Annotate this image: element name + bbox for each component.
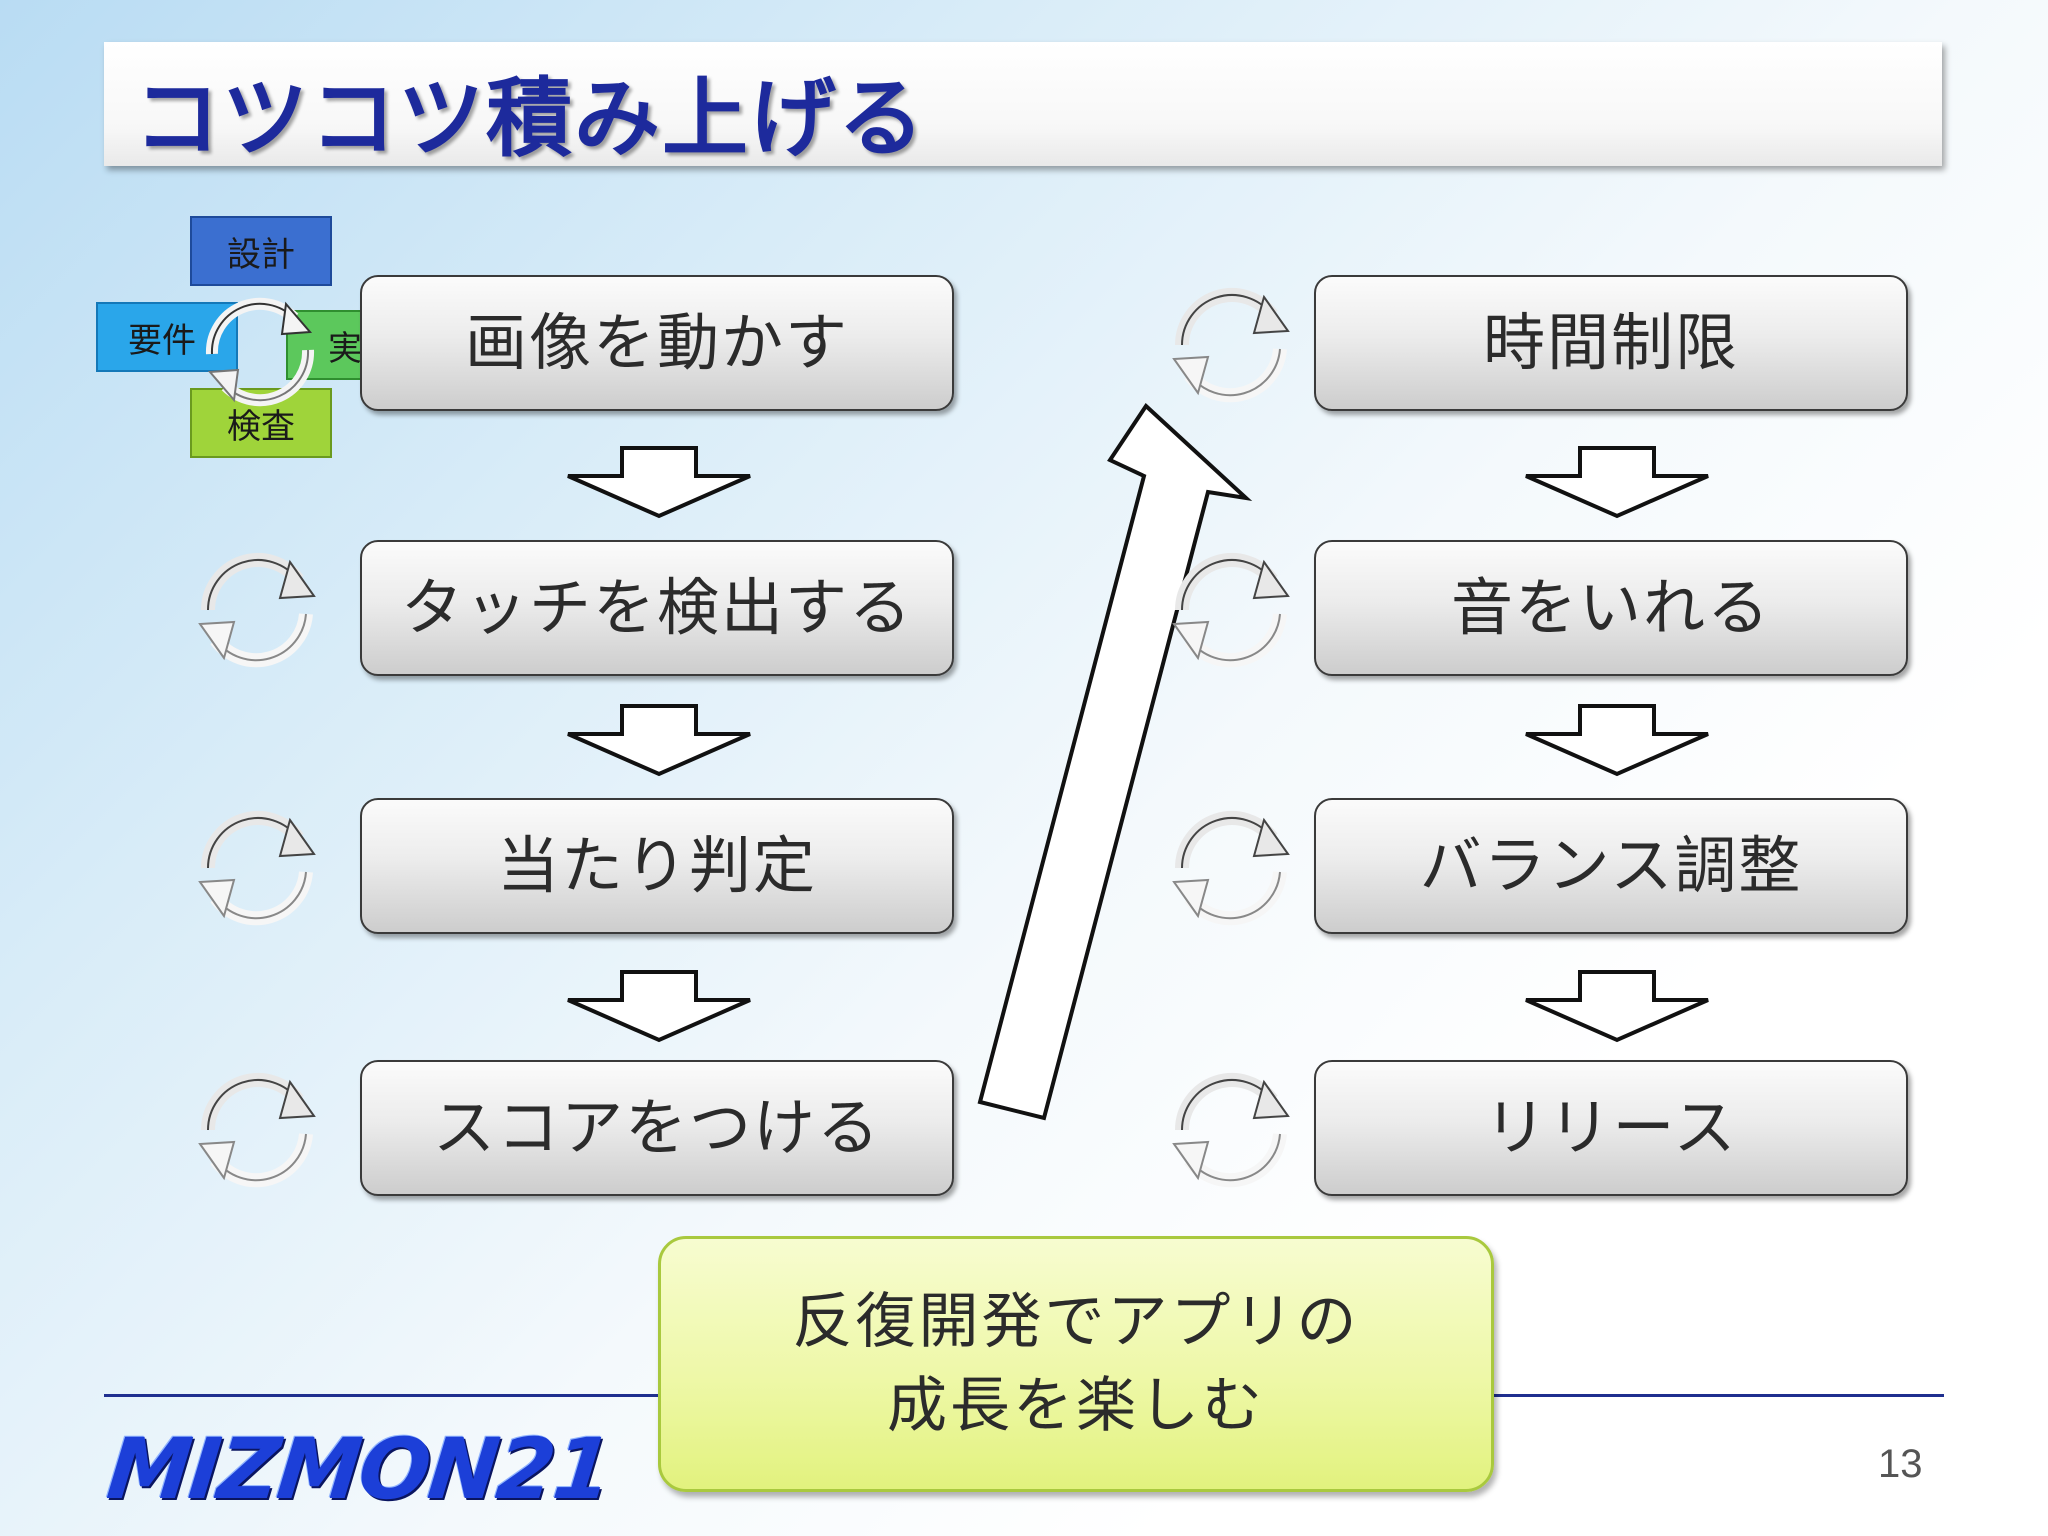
callout-box: 反復開発でアプリの 成長を楽しむ: [658, 1236, 1494, 1492]
step-label: 時間制限: [1482, 306, 1739, 379]
step-label: 画像を動かす: [464, 306, 849, 379]
cycle-icon: [1172, 288, 1290, 403]
big-up-arrow-icon: [977, 402, 1253, 1121]
design-box: 設計: [190, 216, 332, 286]
cycle-icon: [198, 811, 316, 926]
logo: MIZMON21: [102, 1420, 616, 1518]
mini-cycle-icon: [205, 297, 315, 407]
down-arrow-icon: [1525, 970, 1709, 1043]
footer-divider: [104, 1394, 664, 1397]
step-label: タッチを検出する: [400, 571, 913, 644]
step-score: スコアをつける: [360, 1060, 954, 1196]
inspection-label: 検査: [227, 406, 295, 447]
cycle-icon: [1172, 553, 1290, 668]
step-collision: 当たり判定: [360, 798, 954, 934]
step-label: バランス調整: [1419, 829, 1803, 902]
step-label: スコアをつける: [432, 1091, 881, 1164]
inspection-box: 検査: [190, 388, 332, 458]
design-label: 設計: [227, 234, 295, 275]
down-arrow-icon: [567, 446, 751, 519]
step-move-image: 画像を動かす: [360, 275, 954, 411]
step-time-limit: 時間制限: [1314, 275, 1908, 411]
step-label: 音をいれる: [1450, 571, 1771, 644]
step-release: リリース: [1314, 1060, 1908, 1196]
step-detect-touch: タッチを検出する: [360, 540, 954, 676]
step-label: 当たり判定: [496, 829, 817, 902]
cycle-icon: [198, 553, 316, 668]
cycle-icon: [198, 1073, 316, 1188]
down-arrow-icon: [567, 704, 751, 777]
down-arrow-icon: [567, 970, 751, 1043]
down-arrow-icon: [1525, 704, 1709, 777]
cycle-icon: [1172, 1073, 1290, 1188]
requirements-label: 要件: [128, 320, 196, 361]
down-arrow-icon: [1525, 446, 1709, 519]
callout-line: 反復開発でアプリの: [792, 1287, 1360, 1357]
title-bar: コツコツ積み上げる: [104, 42, 1942, 169]
step-add-sound: 音をいれる: [1314, 540, 1908, 676]
slide-title: コツコツ積み上げる: [134, 69, 926, 169]
footer-divider: [1494, 1394, 1944, 1397]
step-label: リリース: [1484, 1091, 1738, 1164]
step-balance: バランス調整: [1314, 798, 1908, 934]
cycle-icon: [1172, 811, 1290, 926]
callout-line: 成長を楽しむ: [887, 1371, 1265, 1441]
page-number: 13: [1878, 1442, 1923, 1486]
